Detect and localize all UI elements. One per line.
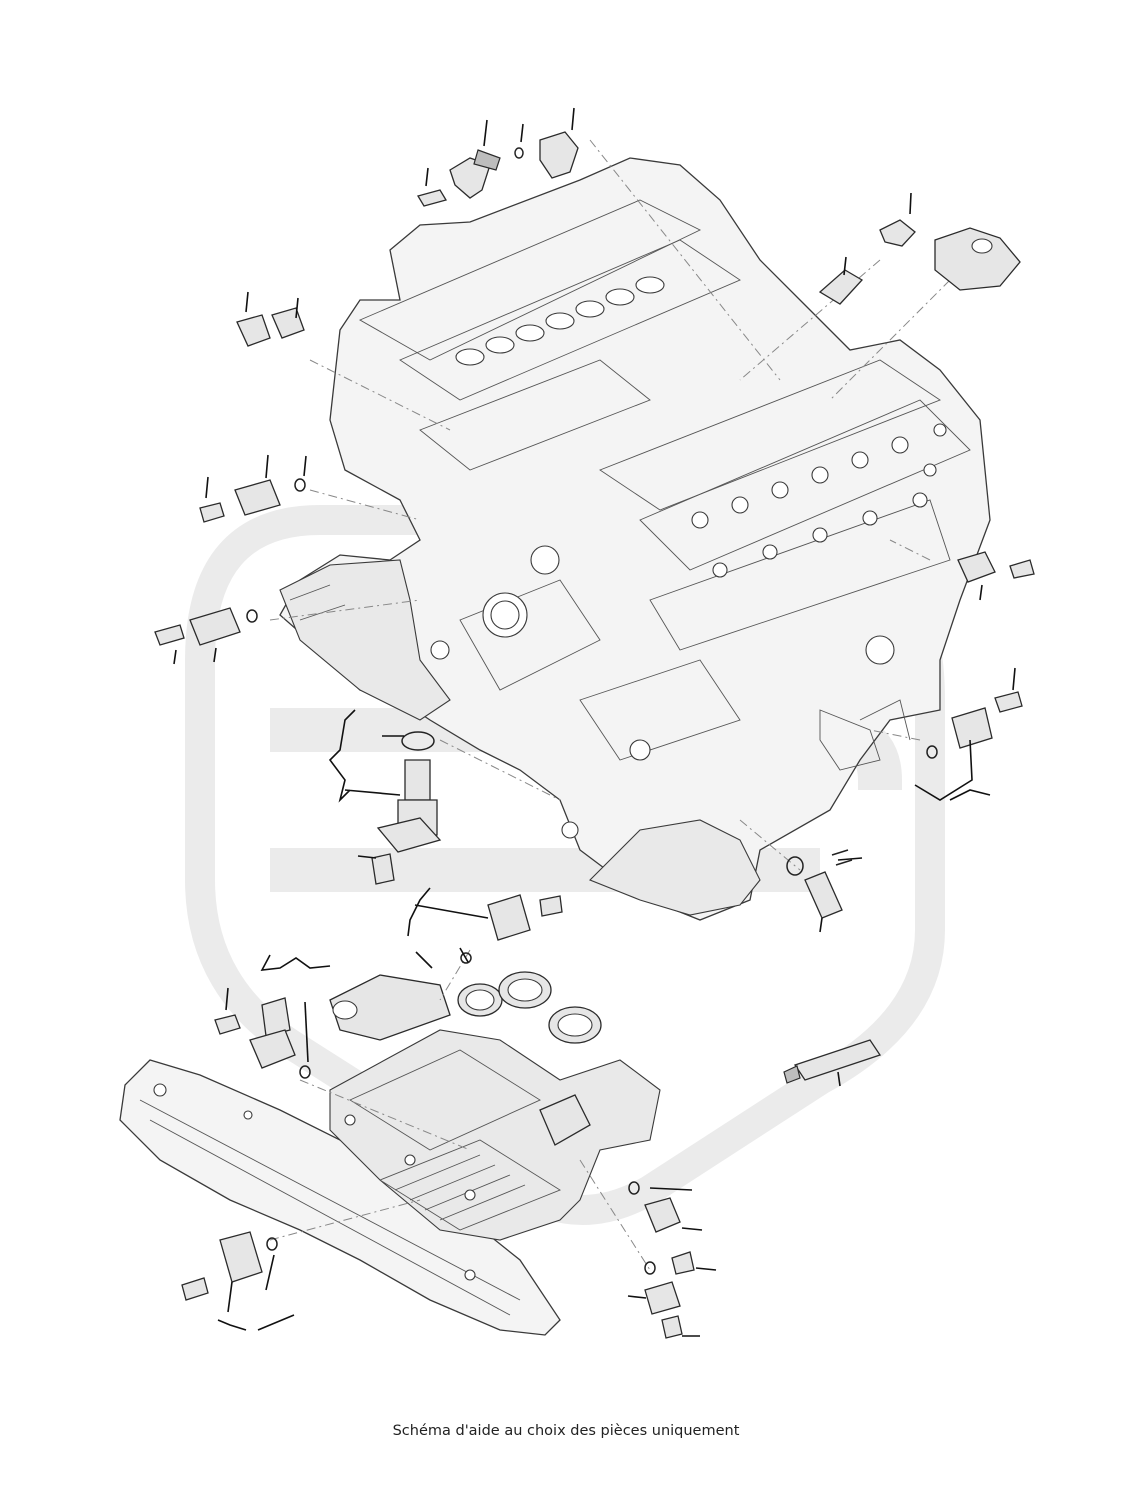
assembly-axis-lines	[269, 139, 951, 1271]
caption: Schéma d'aide au choix des pièces unique…	[392, 1423, 740, 1439]
engine-sensors-exploded-diagram	[119, 107, 1035, 1339]
intake-manifold	[119, 971, 661, 1336]
map-sensor-left	[214, 997, 311, 1079]
sensors-bottom-right	[628, 1181, 695, 1339]
camshaft-sensor-middle	[460, 894, 563, 964]
temperature-sensor-bottom	[786, 849, 853, 919]
sensor-group-top	[417, 131, 579, 207]
engine-block	[279, 157, 991, 921]
sealant-tube	[783, 1039, 882, 1084]
pressure-sensor-top-right	[818, 219, 1021, 305]
boost-sensor-bottom-left	[181, 1231, 278, 1301]
oil-level-sensor	[371, 731, 442, 885]
sensors-right	[926, 551, 1035, 759]
callout-leader-lines	[173, 107, 1016, 1337]
